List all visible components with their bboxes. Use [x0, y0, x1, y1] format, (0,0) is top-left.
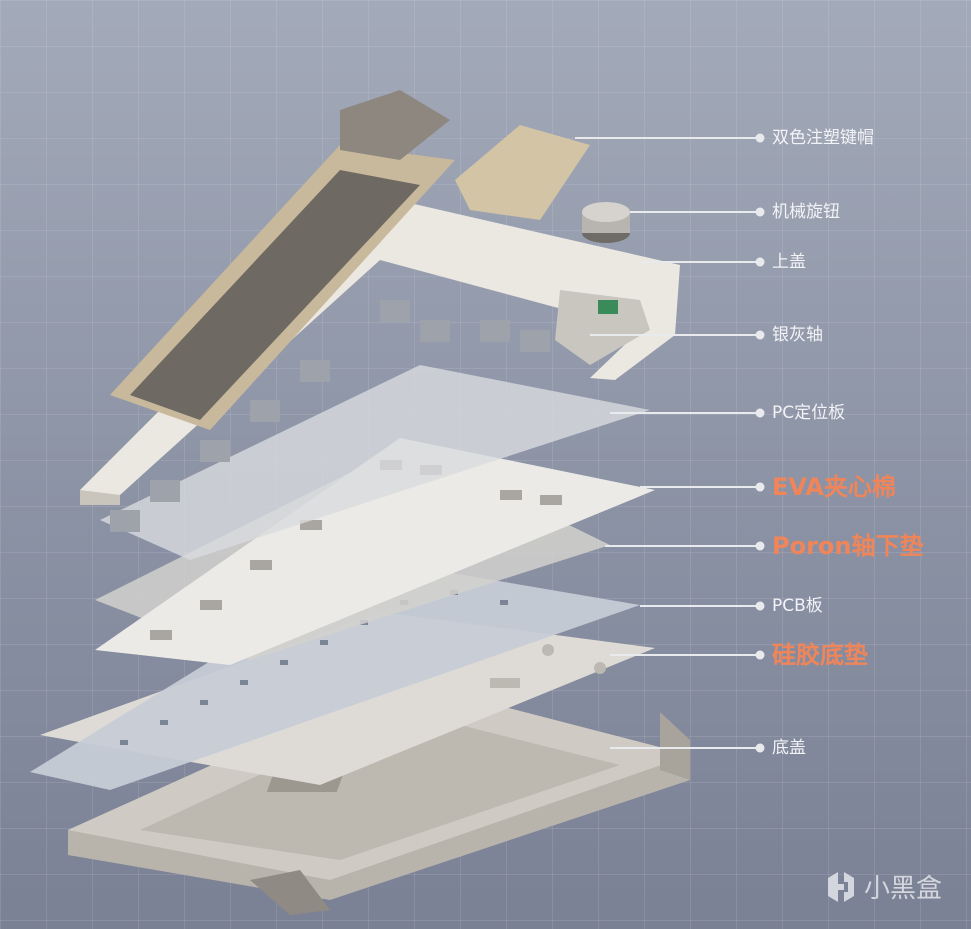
label-keycaps: 双色注塑键帽	[772, 128, 874, 148]
leader-lines	[575, 133, 765, 753]
switches-layer	[110, 300, 550, 532]
top-case-layer	[80, 195, 680, 505]
bottom-case-layer	[68, 680, 690, 915]
label-eva-foam: EVA夹心棉	[772, 473, 896, 501]
label-pcb: PCB板	[772, 596, 823, 616]
heybox-logo-icon	[828, 871, 854, 902]
keycaps-layer	[110, 90, 590, 430]
label-silicone-pad: 硅胶底垫	[772, 641, 868, 669]
label-switches: 银灰轴	[772, 325, 823, 345]
watermark: 小黑盒	[826, 868, 942, 905]
label-bottom-case: 底盖	[772, 738, 806, 758]
pc-plate-layer	[100, 365, 650, 560]
watermark-text: 小黑盒	[864, 874, 943, 904]
label-knob: 机械旋钮	[772, 202, 840, 222]
knob-layer	[582, 202, 630, 243]
label-pc-plate: PC定位板	[772, 403, 846, 423]
label-top-case: 上盖	[772, 252, 806, 272]
label-poron: Poron轴下垫	[772, 532, 924, 560]
